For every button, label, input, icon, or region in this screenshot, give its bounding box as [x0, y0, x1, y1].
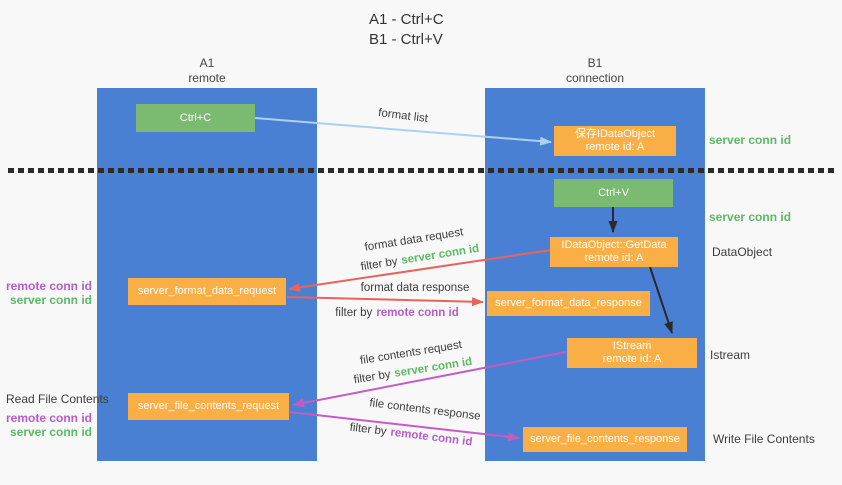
server-file-contents-response-label: server_file_contents_response: [530, 433, 680, 445]
left-remote-conn-id-top-label: remote conn id: [5, 279, 92, 293]
ctrl-v-box: Ctrl+V: [554, 179, 673, 207]
column-b1-subtitle: connection: [565, 71, 625, 85]
server-file-contents-response-box: server_file_contents_response: [523, 427, 687, 452]
right-write-file-contents-label: Write File Contents: [713, 432, 815, 446]
save-idataobject-line2: remote id: A: [585, 141, 645, 153]
right-server-conn-id-top-label: server conn id: [709, 133, 792, 147]
server-format-data-request-box: server_format_data_request: [128, 278, 286, 305]
arrow-format-list: [254, 117, 552, 146]
left-server-conn-id-top-label: server conn id: [9, 293, 92, 307]
column-header-b1: B1 connection: [485, 56, 705, 86]
arrow-file-contents-request: [292, 351, 567, 408]
arrow-format-data-request: [288, 249, 552, 292]
column-a1-subtitle: remote: [188, 71, 226, 85]
column-header-a1: A1 remote: [97, 56, 317, 86]
left-server-conn-id-bottom-label: server conn id: [9, 425, 92, 439]
server-format-data-response-box: server_format_data_response: [487, 291, 650, 316]
left-conn-id-group-top: remote conn id server conn id: [0, 279, 92, 307]
left-remote-conn-id-bottom-label: remote conn id: [5, 411, 92, 425]
filter-key-remote-conn-id: remote conn id: [376, 307, 459, 319]
ctrl-c-box: Ctrl+C: [136, 104, 255, 132]
save-idataobject-line1: 保存IDataObject: [574, 128, 656, 140]
server-format-data-response-label: server_format_data_response: [495, 297, 642, 309]
left-read-file-contents-label: Read File Contents: [6, 392, 109, 406]
title-line-1: A1 - Ctrl+C: [369, 11, 444, 28]
right-dataobject-label: DataObject: [712, 245, 773, 259]
column-a1-name: A1: [199, 56, 215, 70]
save-idataobject-box: 保存IDataObject remote id: A: [554, 126, 676, 156]
left-conn-id-group-bottom: remote conn id server conn id: [0, 411, 92, 439]
istream-box: IStream remote id: A: [567, 338, 697, 368]
title-line-2: B1 - Ctrl+V: [369, 31, 443, 48]
getdata-box: IDataObject::GetData remote id: A: [550, 237, 678, 267]
column-b1-name: B1: [587, 56, 603, 70]
server-file-contents-request-label: server_file_contents_request: [137, 400, 280, 412]
right-istream-label: Istream: [710, 348, 751, 362]
arrow-format-data-response: [286, 296, 484, 307]
filter-prefix: filter by: [335, 307, 373, 319]
ctrl-c-label: Ctrl+C: [179, 111, 212, 124]
istream-line1: IStream: [612, 340, 652, 352]
getdata-line1: IDataObject::GetData: [561, 239, 667, 251]
istream-line2: remote id: A: [602, 353, 662, 365]
server-format-data-request-label: server_format_data_request: [137, 285, 277, 297]
arrow-file-contents-response: [289, 411, 520, 442]
server-file-contents-request-box: server_file_contents_request: [128, 393, 289, 420]
dotted-divider: [8, 168, 836, 173]
right-server-conn-id-mid-label: server conn id: [709, 210, 792, 224]
ctrl-v-label: Ctrl+V: [598, 186, 629, 199]
getdata-line2: remote id: A: [584, 252, 644, 264]
diagram-title: A1 - Ctrl+C B1 - Ctrl+V: [369, 10, 444, 50]
format-data-response-label: format data response: [360, 282, 470, 294]
arrow-getdata-to-istream: [649, 266, 673, 334]
